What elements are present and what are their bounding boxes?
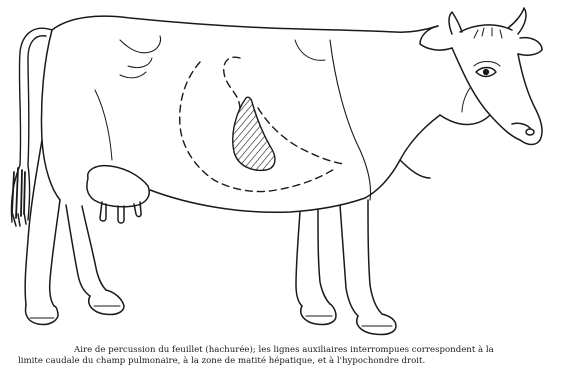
omasum-percussion-area-hatched — [233, 97, 275, 170]
auxiliary-dashed-lines — [180, 57, 344, 191]
hind-leg-left — [25, 140, 60, 325]
fore-leg-left — [296, 210, 336, 325]
fore-leg-right — [340, 200, 396, 335]
figure-caption: Aire de percussion du feuillet (hachurée… — [18, 345, 558, 367]
udder — [87, 166, 149, 223]
cow-illustration — [0, 0, 569, 340]
cow-head — [420, 8, 542, 145]
lung-field-caudal-limit-line — [224, 57, 240, 110]
hind-leg-right — [66, 205, 124, 315]
caption-line-1: Aire de percussion du feuillet (hachurée… — [18, 345, 558, 356]
caption-line-2: limite caudale du champ pulmonaire, à la… — [18, 356, 558, 367]
